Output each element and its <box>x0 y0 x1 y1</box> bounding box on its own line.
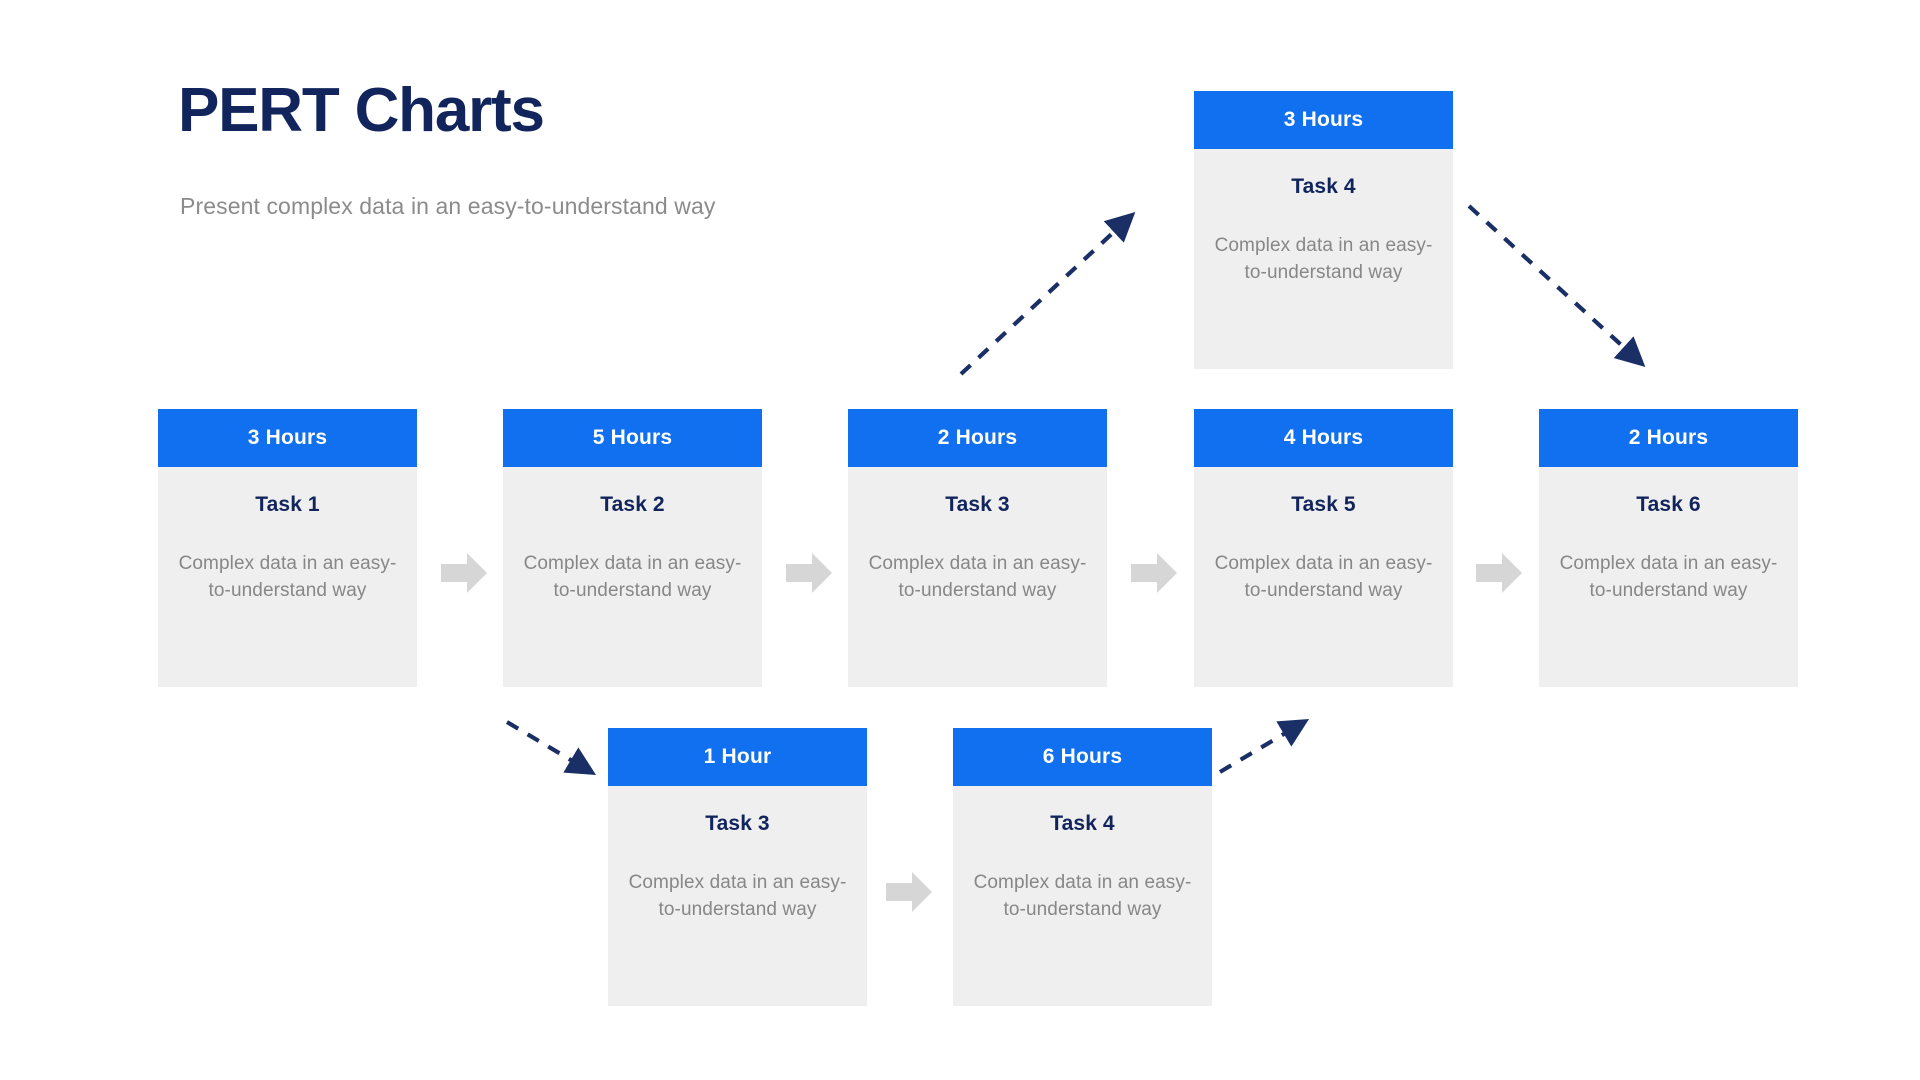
dashed-connector-task3-to-task4-up <box>955 200 1195 380</box>
task-card-body: Task 2 Complex data in an easy-to-unders… <box>503 467 762 687</box>
task-card-title: Task 3 <box>945 493 1010 516</box>
task-card-bottom-1[interactable]: 1 Hour Task 3 Complex data in an easy-to… <box>608 728 867 1006</box>
task-card-title: Task 4 <box>1050 812 1115 835</box>
task-card-body: Task 6 Complex data in an easy-to-unders… <box>1539 467 1798 687</box>
task-card-duration: 3 Hours <box>1194 91 1453 149</box>
task-card-middle-3[interactable]: 2 Hours Task 3 Complex data in an easy-t… <box>848 409 1107 687</box>
task-card-middle-4[interactable]: 4 Hours Task 5 Complex data in an easy-t… <box>1194 409 1453 687</box>
task-card-description: Complex data in an easy-to-understand wa… <box>523 553 742 601</box>
task-card-body: Task 3 Complex data in an easy-to-unders… <box>608 786 867 1006</box>
flow-arrow-icon <box>786 553 832 593</box>
task-card-title: Task 6 <box>1636 493 1701 516</box>
task-card-duration: 3 Hours <box>158 409 417 467</box>
task-card-title: Task 4 <box>1291 175 1356 198</box>
task-card-description: Complex data in an easy-to-understand wa… <box>868 553 1087 601</box>
page-subtitle: Present complex data in an easy-to-under… <box>180 193 716 219</box>
task-card-title: Task 1 <box>255 493 320 516</box>
task-card-body: Task 4 Complex data in an easy-to-unders… <box>953 786 1212 1006</box>
flow-arrow-icon <box>886 872 932 912</box>
task-card-description: Complex data in an easy-to-understand wa… <box>1214 235 1433 283</box>
task-card-description: Complex data in an easy-to-understand wa… <box>628 872 847 920</box>
task-card-body: Task 3 Complex data in an easy-to-unders… <box>848 467 1107 687</box>
task-card-middle-2[interactable]: 5 Hours Task 2 Complex data in an easy-t… <box>503 409 762 687</box>
flow-arrow-icon <box>441 553 487 593</box>
task-card-duration: 4 Hours <box>1194 409 1453 467</box>
task-card-duration: 2 Hours <box>848 409 1107 467</box>
task-card-description: Complex data in an easy-to-understand wa… <box>1559 553 1778 601</box>
flow-arrow-icon <box>1131 553 1177 593</box>
task-card-top[interactable]: 3 Hours Task 4 Complex data in an easy-t… <box>1194 91 1453 369</box>
flow-arrow-icon <box>1476 553 1522 593</box>
task-card-middle-1[interactable]: 3 Hours Task 1 Complex data in an easy-t… <box>158 409 417 687</box>
task-card-body: Task 1 Complex data in an easy-to-unders… <box>158 467 417 687</box>
task-card-title: Task 3 <box>705 812 770 835</box>
task-card-middle-5[interactable]: 2 Hours Task 6 Complex data in an easy-t… <box>1539 409 1798 687</box>
task-card-duration: 5 Hours <box>503 409 762 467</box>
task-card-duration: 2 Hours <box>1539 409 1798 467</box>
task-card-body: Task 5 Complex data in an easy-to-unders… <box>1194 467 1453 687</box>
task-card-title: Task 2 <box>600 493 665 516</box>
dashed-connector-task2-to-task3-down <box>503 716 613 791</box>
dashed-connector-task4-to-task5-up <box>1216 712 1326 787</box>
task-card-bottom-2[interactable]: 6 Hours Task 4 Complex data in an easy-t… <box>953 728 1212 1006</box>
task-card-duration: 1 Hour <box>608 728 867 786</box>
task-card-description: Complex data in an easy-to-understand wa… <box>1214 553 1433 601</box>
task-card-body: Task 4 Complex data in an easy-to-unders… <box>1194 149 1453 369</box>
page-title: PERT Charts <box>178 76 545 145</box>
task-card-description: Complex data in an easy-to-understand wa… <box>178 553 397 601</box>
task-card-title: Task 5 <box>1291 493 1356 516</box>
task-card-duration: 6 Hours <box>953 728 1212 786</box>
dashed-connector-task4-to-task6-down <box>1463 198 1683 388</box>
task-card-description: Complex data in an easy-to-understand wa… <box>973 872 1192 920</box>
